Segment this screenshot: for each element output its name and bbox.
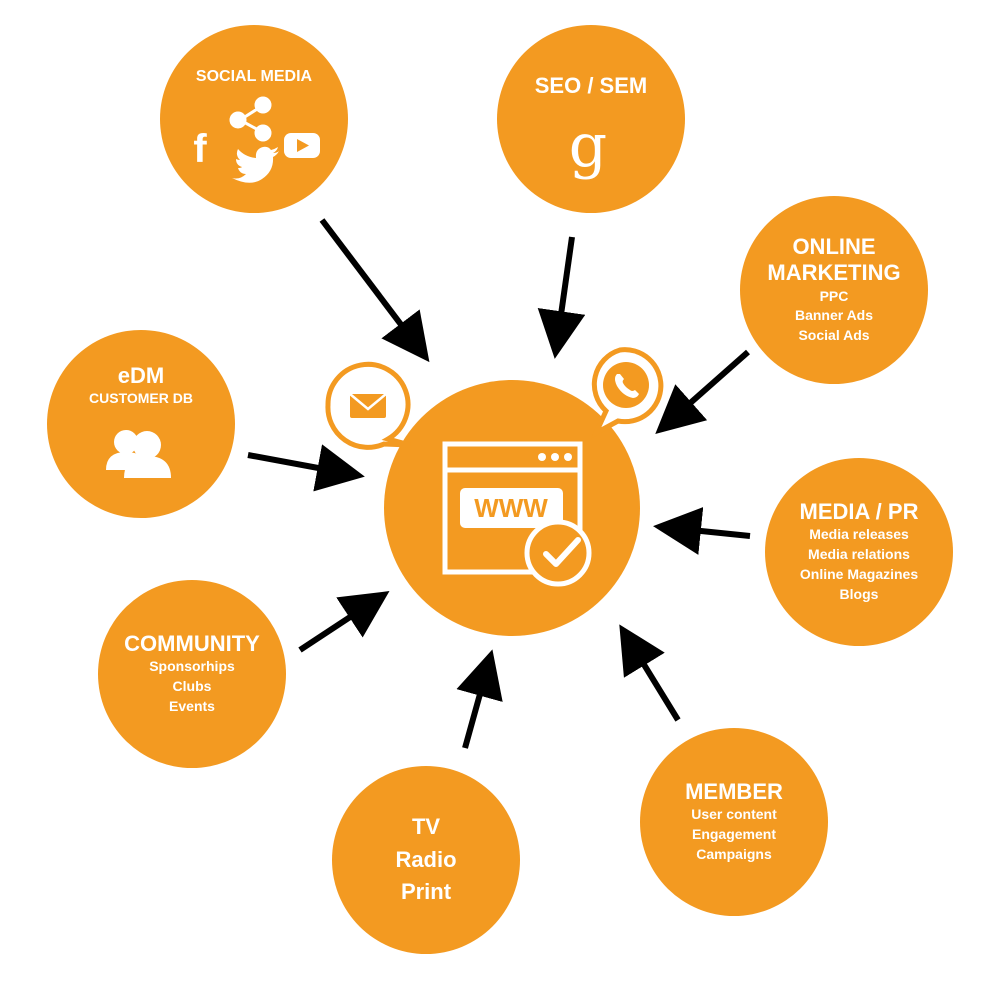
browser-dots (538, 453, 572, 461)
node-tv-radio-print: TV Radio Print (332, 766, 520, 954)
node-social-media: SOCIAL MEDIA (160, 25, 348, 213)
node-edm: eDM CUSTOMER DB (47, 330, 235, 518)
node-title: eDM (117, 363, 165, 388)
www-box (460, 488, 563, 528)
node-item: Online Magazines (799, 566, 919, 583)
node-circle-social (160, 25, 348, 213)
node-item: Engagement (691, 826, 776, 843)
node-circle-tv (332, 766, 520, 954)
node-title: SEO / SEM (534, 73, 648, 98)
twitter-icon (232, 146, 279, 183)
email-bubble-icon (325, 361, 411, 450)
node-circle-online (740, 196, 928, 384)
node-title-line1: ONLINE (792, 233, 876, 259)
phone-bubble-icon (590, 347, 664, 439)
node-title: COMMUNITY (124, 630, 260, 656)
node-title: MEDIA / PR (799, 499, 919, 525)
node-item: Sponsorhips (149, 658, 235, 675)
node-title: SOCIAL MEDIA (195, 68, 313, 85)
checkmark-badge-icon (524, 519, 592, 587)
google-icon: g (569, 111, 607, 181)
node-circle-member (640, 728, 828, 916)
node-item: User content (691, 806, 777, 823)
users-icon (106, 430, 171, 478)
arrow-member (619, 624, 681, 722)
arrow-media (653, 507, 751, 555)
node-circle-community (98, 580, 286, 768)
facebook-icon: f (193, 127, 207, 171)
node-item: Radio (395, 846, 457, 872)
arrow-edm (247, 444, 365, 492)
node-item: Blogs (839, 586, 879, 603)
node-circle-seo (497, 25, 685, 213)
node-subtitle: CUSTOMER DB (89, 390, 193, 407)
node-media-pr: MEDIA / PR Media releases Media relation… (765, 458, 953, 646)
node-item: Social Ads (798, 327, 870, 344)
youtube-icon (284, 133, 320, 158)
svg-text:f: f (193, 127, 207, 171)
node-title-line2: MARKETING (767, 260, 901, 286)
node-community: COMMUNITY Sponsorhips Clubs Events (98, 580, 286, 768)
node-item: PPC (819, 287, 849, 304)
node-member: MEMBER User content Engagement Campaigns (640, 728, 828, 916)
share-icon (229, 96, 272, 142)
node-item: Campaigns (696, 846, 772, 863)
node-item: Events (169, 698, 215, 715)
node-title: MEMBER (685, 778, 783, 804)
node-circle-media (765, 458, 953, 646)
node-item: TV (411, 814, 441, 840)
www-label: WWW (474, 493, 548, 523)
browser-window-icon (442, 441, 583, 575)
arrow-community (298, 591, 390, 653)
node-item: Banner Ads (794, 307, 874, 324)
node-item: Clubs (172, 678, 212, 695)
arrow-online (655, 349, 750, 434)
arrows (247, 218, 751, 749)
node-item: Media relations (808, 546, 910, 563)
arrow-social (319, 218, 430, 363)
node-item: Media releases (809, 526, 909, 543)
node-seo-sem: SEO / SEM (497, 25, 685, 213)
node-online-marketing: ONLINE MARKETING PPC Banner Ads Social A… (740, 196, 928, 384)
arrow-tv (456, 649, 503, 749)
node-circle-edm (47, 330, 235, 518)
node-item: Print (400, 879, 452, 905)
arrow-seo (537, 236, 586, 359)
